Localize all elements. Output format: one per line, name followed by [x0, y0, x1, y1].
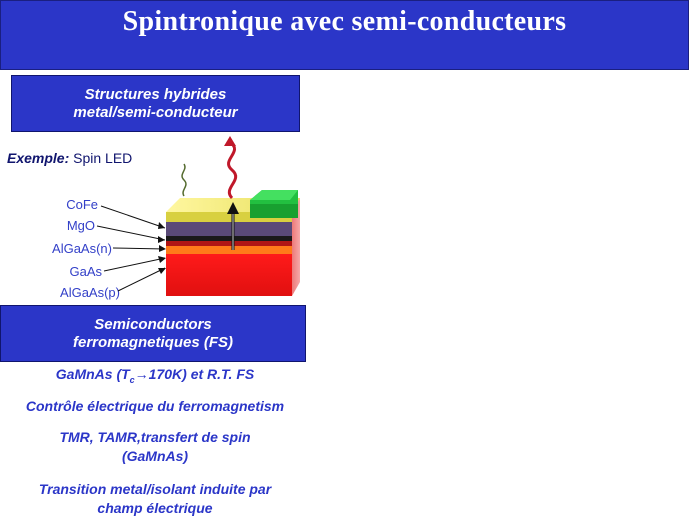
layer-cofe-front: [166, 212, 292, 222]
bullet3-line1: TMR, TAMR,transfert de spin: [59, 429, 251, 445]
example-text: Exemple: Spin LED: [7, 150, 132, 166]
title-bar: [0, 0, 689, 70]
layer-label-mgo: MgO: [66, 218, 95, 233]
ferromagnetic-semiconductors-box: Semiconductors ferromagnetiques (FS): [0, 305, 306, 362]
layer-algaas-p: [166, 254, 292, 296]
layer-interface: [166, 236, 292, 241]
bullet3-line2: (GaMnAs): [121, 448, 189, 464]
bullet-electric-control: Contrôle électrique du ferromagnetism: [25, 398, 285, 414]
hybrid-structures-box: Structures hybrides metal/semi-conducteu…: [11, 75, 300, 132]
layer-gaas: [166, 246, 292, 254]
layer-label-algaas-n: AlGaAs(n): [52, 241, 112, 256]
example-label: Exemple:: [7, 150, 70, 166]
bullet-tmr: TMR, TAMR,transfert de spin (GaMnAs): [0, 428, 310, 466]
example-value: Spin LED: [73, 150, 133, 166]
box1-line1: Structures hybrides: [84, 85, 227, 103]
box1-line2: metal/semi-conducteur: [73, 103, 238, 121]
layer-label-gaas: GaAs: [69, 264, 102, 279]
bullet1-pre: GaMnAs (T: [55, 366, 130, 382]
bullet1-post: →170K) et R.T. FS: [134, 366, 255, 382]
page-title: Spintronique avec semi-conducteurs: [122, 6, 567, 37]
bullet-transition: Transition metal/isolant induite par cha…: [0, 480, 310, 518]
bullet1-sub: c: [129, 374, 135, 385]
bullet-gamnas: GaMnAs (Tc→170K) et R.T. FS: [0, 365, 310, 390]
bullet4-line2: champ électrique: [97, 500, 213, 516]
layer-label-algaas-p: AlGaAs(p): [60, 285, 120, 300]
layer-mgo: [166, 222, 292, 236]
spin-led-diagram: [96, 136, 300, 296]
layer-algaas-n: [166, 241, 292, 246]
box2-line2: ferromagnetiques (FS): [72, 333, 234, 351]
layer-label-cofe: CoFe: [66, 197, 98, 212]
bullet4-line1: Transition metal/isolant induite par: [38, 481, 272, 497]
box2-line1: Semiconductors: [94, 315, 212, 333]
